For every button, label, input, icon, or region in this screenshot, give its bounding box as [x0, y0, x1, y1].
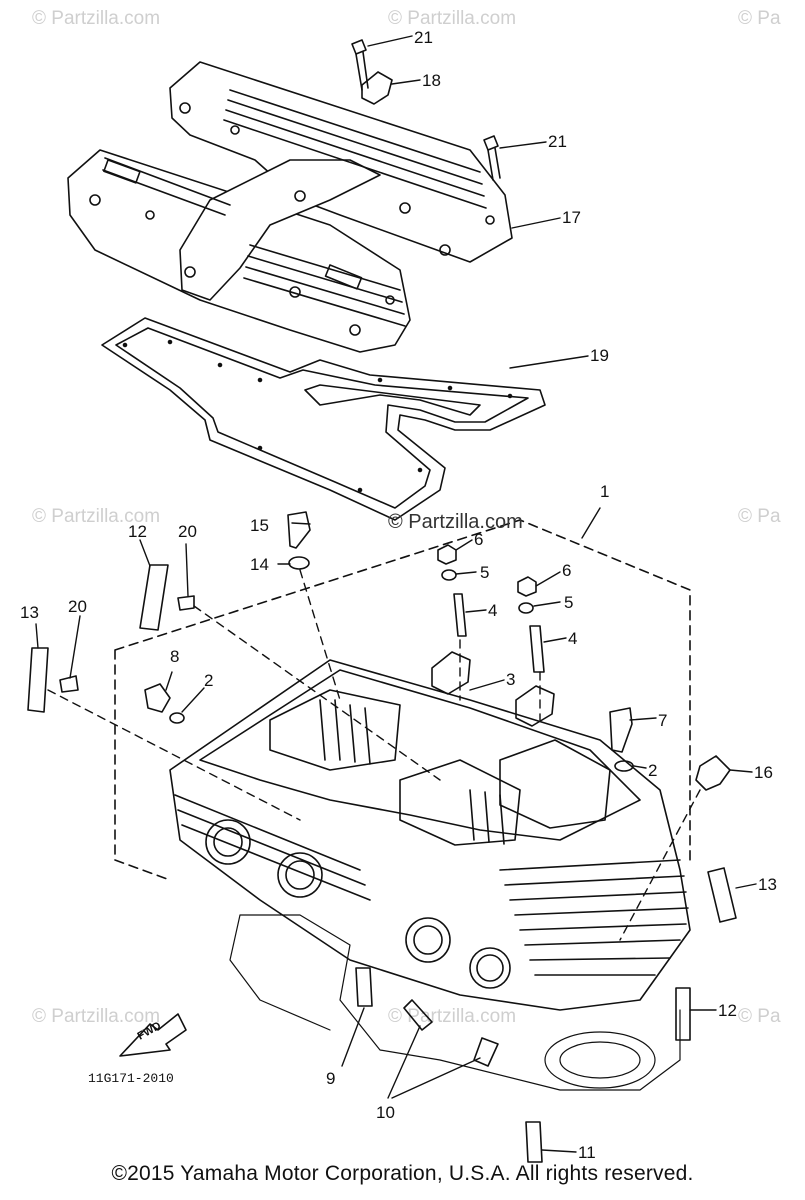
watermark-top-center: © Partzilla.com: [388, 8, 516, 29]
callout-4-left: 4: [488, 601, 497, 620]
nut-6-right: [517, 576, 537, 597]
watermark-mid-right: © Pa: [738, 506, 781, 527]
stud-10-left: [403, 999, 433, 1031]
callout-8: 8: [170, 647, 179, 666]
watermark-bottom-center: © Partzilla.com: [388, 1006, 516, 1027]
stud-9: [355, 967, 373, 1007]
callout-20-lower: 20: [68, 597, 87, 616]
callout-6-left: 6: [474, 530, 483, 549]
callout-17: 17: [562, 208, 581, 227]
watermark-center: © Partzilla.com: [388, 511, 523, 533]
washer-5-left: [441, 569, 457, 581]
callout-13-left: 13: [20, 603, 39, 622]
stud-4-left: [453, 593, 467, 637]
callout-9: 9: [326, 1069, 335, 1088]
sensor-16: [695, 755, 731, 791]
watermark-bottom-right: © Pa: [738, 1006, 781, 1027]
callout-5-left: 5: [480, 563, 489, 582]
stud-11: [525, 1121, 543, 1163]
copyright-notice: ©2015 Yamaha Motor Corporation, U.S.A. A…: [111, 1162, 694, 1185]
plug-15: [287, 511, 311, 549]
cap-3-right: [515, 685, 555, 727]
leader-lines: [35, 35, 757, 1153]
callout-4-right: 4: [568, 629, 577, 648]
plug-8: [144, 683, 171, 713]
bracket-18: [361, 71, 393, 105]
callout-18: 18: [422, 71, 441, 90]
stud-4-right: [529, 625, 545, 673]
washer-5-right: [518, 602, 534, 614]
callout-12-upper: 12: [128, 522, 147, 541]
watermark-bottom-left: © Partzilla.com: [32, 1006, 160, 1027]
cylinder-head: [169, 659, 691, 1091]
dowel-20-upper: [177, 595, 195, 611]
bolt-21-right: [483, 135, 501, 181]
callout-2-left: 2: [204, 671, 213, 690]
watermarks: © Partzilla.com © Partzilla.com © Pa © P…: [32, 8, 781, 1027]
stud-13-left: [27, 647, 49, 713]
stud-12-right: [675, 987, 691, 1041]
callout-3: 3: [506, 670, 515, 689]
callout-20-upper: 20: [178, 522, 197, 541]
nut-6-left: [437, 544, 457, 565]
callout-15: 15: [250, 516, 269, 535]
callout-16: 16: [754, 763, 773, 782]
stud-13-right: [707, 867, 737, 923]
callout-13-right: 13: [758, 875, 777, 894]
callout-5-right: 5: [564, 593, 573, 612]
head-cover: [67, 61, 513, 353]
oring-2-right: [614, 760, 634, 772]
callouts: 21 18 21 17 19 1 15 14 6 5 4 6 5 4 3 7 2…: [20, 28, 777, 1162]
callout-21-right: 21: [548, 132, 567, 151]
callout-2-right: 2: [648, 761, 657, 780]
callout-21-upper: 21: [414, 28, 433, 47]
watermark-top-left: © Partzilla.com: [32, 8, 160, 29]
watermark-mid-left: © Partzilla.com: [32, 506, 160, 527]
cap-3-left: [431, 651, 471, 695]
callout-6-right: 6: [562, 561, 571, 580]
washer-14: [288, 556, 310, 570]
sensor-7: [609, 707, 633, 753]
callout-12-lower: 12: [718, 1001, 737, 1020]
callout-11: 11: [578, 1143, 596, 1162]
stud-12-left: [139, 564, 169, 631]
cover-gasket: [101, 317, 546, 521]
callout-1: 1: [600, 482, 609, 501]
callout-7: 7: [658, 711, 667, 730]
fwd-arrow: [119, 1013, 187, 1057]
bolt-21-upper: [351, 39, 369, 91]
oring-2-left: [169, 712, 185, 724]
callout-19: 19: [590, 346, 609, 365]
callout-10: 10: [376, 1103, 395, 1122]
assembly-outline: [114, 519, 691, 881]
diagram-ref-code: 11G171-2010: [88, 1071, 174, 1086]
dowel-20-lower: [59, 675, 79, 693]
watermark-top-right: © Pa: [738, 8, 781, 29]
callout-14: 14: [250, 555, 269, 574]
stud-10-right: [473, 1037, 499, 1067]
